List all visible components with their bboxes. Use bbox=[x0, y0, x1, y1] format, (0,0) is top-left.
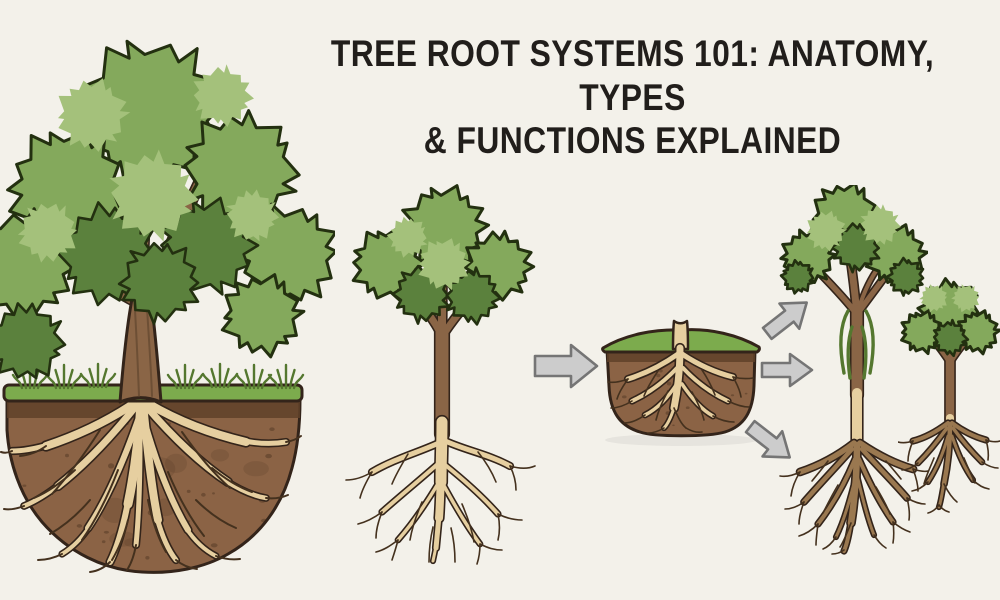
page-title-line2: & FUNCTIONS EXPLAINED bbox=[423, 120, 842, 162]
soil-block-illustration bbox=[601, 319, 761, 446]
arrow-down-right-icon bbox=[744, 419, 792, 459]
fibrous-tree-small-illustration bbox=[898, 277, 1000, 514]
fine-roots bbox=[0, 429, 302, 573]
arrow-right-small-icon bbox=[760, 352, 814, 388]
soil-block-trunk-stub bbox=[671, 319, 690, 351]
fibrous-large-grass-blades bbox=[839, 309, 875, 380]
root-system bbox=[7, 397, 291, 567]
fibrous-small-canopy bbox=[900, 277, 1000, 358]
page-title-line1: TREE ROOT SYSTEMS 101: ANATOMY, TYPES bbox=[330, 33, 935, 118]
taproot-canopy bbox=[351, 184, 536, 326]
soil-block-shadow bbox=[605, 434, 757, 446]
arrow-right-icon bbox=[533, 343, 599, 389]
fibrous-large-fine-roots bbox=[779, 460, 928, 555]
arrow-fan bbox=[744, 301, 814, 459]
taproot-root-system bbox=[367, 414, 515, 565]
taproot-fine-roots bbox=[345, 451, 536, 565]
arrow-up-right-icon bbox=[761, 301, 809, 341]
fibrous-large-roots bbox=[795, 438, 918, 555]
fibrous-small-fine-roots bbox=[898, 439, 1000, 514]
mature-tree-illustration bbox=[0, 39, 335, 574]
taproot-tree-illustration bbox=[345, 184, 536, 565]
fibrous-tree-large-illustration bbox=[779, 185, 928, 555]
fibrous-small-roots bbox=[909, 419, 990, 511]
fibrous-large-canopy bbox=[779, 185, 928, 297]
tree-canopy bbox=[0, 39, 335, 380]
page-title: TREE ROOT SYSTEMS 101: ANATOMY, TYPES & … bbox=[295, 32, 970, 163]
soil-block-fine-roots bbox=[607, 369, 754, 434]
